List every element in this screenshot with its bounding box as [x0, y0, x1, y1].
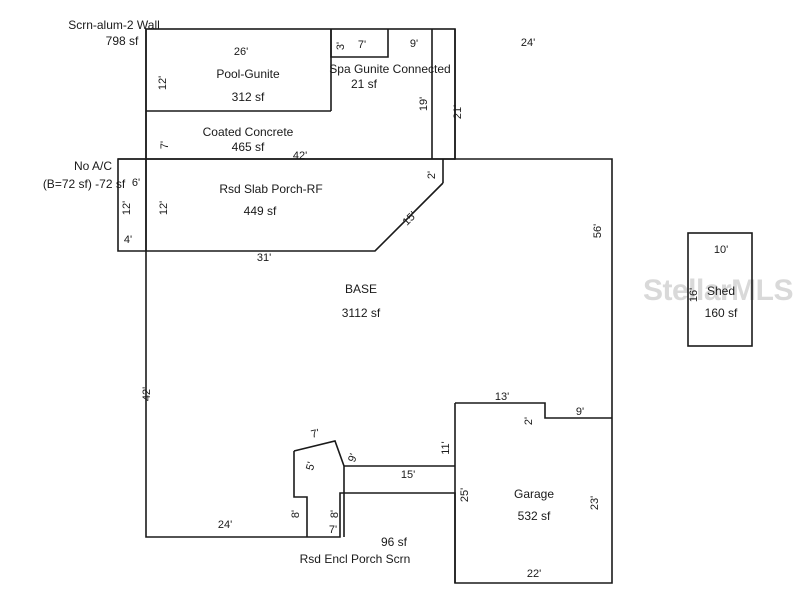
room-area-spa-gunite: 21 sf — [351, 77, 378, 91]
dim-garage-13: 13' — [495, 391, 509, 403]
dim-top-9: 9' — [410, 38, 418, 50]
room-area-rsd-slab-porch: 449 sf — [244, 204, 277, 218]
dim-top-24: 24' — [521, 37, 535, 49]
dim-shed-top-10: 10' — [714, 244, 728, 256]
spa-outline — [330, 29, 389, 58]
dim-garage-25: 25' — [459, 488, 471, 502]
note-scrn-alum-wall: Scrn-alum-2 Wall — [68, 18, 160, 32]
dim-porch-bottom-7: 7' — [329, 524, 337, 536]
note-no-ac: No A/C — [74, 159, 112, 173]
dim-small-left-6: 6' — [132, 177, 140, 189]
room-label-garage: Garage — [514, 487, 554, 501]
dim-garage-23: 23' — [589, 496, 601, 510]
room-label-pool-gunite: Pool-Gunite — [216, 67, 280, 81]
screen-porch-outline-left — [293, 451, 308, 537]
dim-spa-left-3: 3' — [335, 42, 347, 50]
note-no-ac-calc: (B=72 sf) -72 sf — [43, 177, 126, 191]
dim-base-left-42: 42' — [141, 387, 153, 401]
no-ac-block-outline — [117, 158, 146, 252]
outline-group — [117, 28, 753, 584]
room-area-pool-gunite: 312 sf — [232, 90, 265, 104]
dim-coated-left-7: 7' — [159, 141, 171, 149]
room-area-base: 3112 sf — [342, 306, 381, 320]
dim-pool-left-12: 12' — [157, 76, 169, 90]
dim-shed-left-16: 16' — [688, 288, 700, 302]
room-area-coated-concrete: 465 sf — [232, 140, 265, 154]
shed-outline — [687, 232, 753, 347]
room-label-shed: Shed — [707, 284, 735, 298]
dim-small-left-12b: 12' — [158, 201, 170, 215]
dim-pool-top-26: 26' — [234, 46, 248, 58]
shape-fills — [118, 29, 752, 583]
note-porch-area: 96 sf — [381, 535, 408, 549]
dim-porch-8-right: 8' — [329, 510, 341, 518]
dim-garage-2: 2' — [523, 417, 535, 425]
dim-inner-21: 21' — [452, 105, 464, 119]
dim-porch-9: 9' — [346, 452, 360, 464]
room-label-base: BASE — [345, 282, 377, 296]
dim-porch-5: 5' — [304, 461, 318, 472]
room-area-shed: 160 sf — [705, 306, 738, 320]
watermark: StellarMLS — [643, 274, 793, 307]
garage-top-outline — [455, 402, 612, 419]
room-label-rsd-slab-porch: Rsd Slab Porch-RF — [219, 182, 322, 196]
room-label-spa-gunite: Spa Gunite Connected — [329, 62, 450, 76]
dim-garage-11: 11' — [440, 441, 452, 455]
dim-small-left-4: 4' — [124, 234, 132, 246]
dim-porch-8-left: 8' — [290, 510, 302, 518]
note-scrn-alum-area: 798 sf — [106, 34, 139, 48]
dim-rsd-2: 2' — [426, 171, 438, 179]
rsd-slab-bottom-and-diagonal — [146, 182, 444, 252]
dim-porch-top-7: 7' — [310, 427, 321, 441]
dim-inner-19: 19' — [418, 97, 430, 111]
screen-porch-outline-upper — [293, 440, 345, 537]
note-porch-name: Rsd Encl Porch Scrn — [300, 552, 411, 566]
dim-connector-15: 15' — [401, 469, 415, 481]
dim-small-left-12a: 12' — [121, 201, 133, 215]
dim-garage-22: 22' — [527, 568, 541, 580]
dim-garage-9: 9' — [576, 406, 584, 418]
dim-base-top-31: 31' — [257, 252, 271, 264]
dim-base-bottom-24: 24' — [218, 519, 232, 531]
dim-base-right-56: 56' — [592, 224, 604, 238]
room-area-garage: 532 sf — [518, 509, 551, 523]
dim-coated-42: 42' — [293, 150, 307, 162]
dim-spa-top-7: 7' — [358, 39, 366, 51]
room-label-coated-concrete: Coated Concrete — [203, 125, 294, 139]
